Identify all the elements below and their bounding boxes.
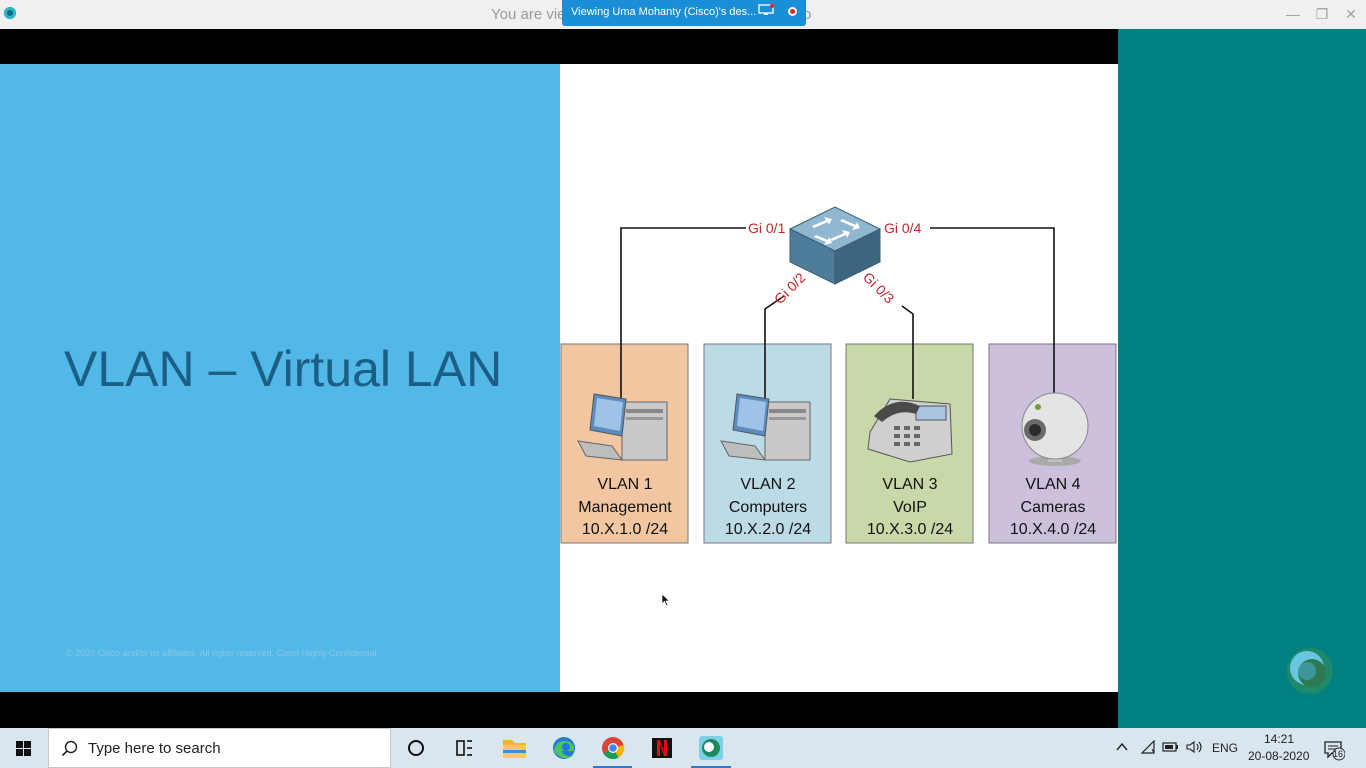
language-indicator[interactable]: ENG	[1212, 741, 1239, 755]
vlan1-label: VLAN 1 Management 10.X.1.0 /24	[562, 474, 688, 542]
webex-active-indicator	[691, 766, 731, 768]
vlan2-label: VLAN 2 Computers 10.X.2.0 /24	[705, 474, 831, 542]
battery-icon[interactable]	[1162, 741, 1180, 753]
vlan4-name: VLAN 4	[1025, 476, 1081, 493]
webex-logo-icon[interactable]	[1285, 646, 1335, 696]
taskbar-search-box[interactable]: Type here to search	[48, 728, 391, 768]
vlan4-subnet: 10.X.4.0 /24	[1009, 521, 1097, 538]
taskbar: Type here to search	[0, 728, 1366, 768]
netflix-icon[interactable]	[638, 728, 686, 768]
vlan3-subnet: 10.X.3.0 /24	[866, 521, 954, 538]
slide-left-panel	[0, 64, 560, 692]
chrome-icon[interactable]	[589, 728, 637, 768]
computer-icon-vlan1	[577, 393, 668, 461]
port-label-gi0-1: Gi 0/1	[748, 220, 786, 236]
cable-gi0-2	[764, 295, 785, 399]
vlan1-role: Management	[578, 498, 672, 516]
chevron-up-icon[interactable]	[1115, 741, 1129, 753]
letterbox-bottom	[0, 692, 1118, 728]
clock-time[interactable]: 14:21	[1264, 732, 1295, 746]
share-banner[interactable]: Viewing Uma Mohanty (Cisco)'s des...	[562, 0, 806, 26]
port-label-gi0-4: Gi 0/4	[884, 220, 922, 236]
cortana-icon[interactable]	[392, 728, 440, 768]
vlan1-name: VLAN 1	[597, 476, 653, 493]
vlan-network-diagram: Gi 0/1 Gi 0/2 Gi 0/3 Gi 0/4	[560, 206, 1117, 544]
close-button[interactable]: ✕	[1345, 6, 1357, 22]
recording-icon[interactable]	[788, 7, 797, 16]
port-label-gi0-2: Gi 0/2	[771, 269, 809, 307]
window-title: You are vie	[491, 6, 566, 23]
cable-gi0-1	[620, 227, 746, 414]
file-explorer-icon[interactable]	[490, 728, 538, 768]
volume-icon[interactable]	[1186, 740, 1204, 754]
letterbox-top	[0, 29, 1118, 64]
search-placeholder: Type here to search	[88, 740, 221, 757]
cable-gi0-4	[930, 227, 1055, 399]
vlan2-name: VLAN 2	[740, 476, 796, 493]
webcam-icon-vlan4	[1021, 392, 1089, 466]
restore-button[interactable]: ❐	[1315, 6, 1329, 22]
webex-app-icon	[4, 7, 16, 19]
switch-icon	[788, 206, 882, 285]
vlan4-role: Cameras	[1020, 498, 1086, 516]
search-icon	[61, 740, 78, 757]
windows-start-icon[interactable]	[0, 728, 48, 768]
vlan1-subnet: 10.X.1.0 /24	[581, 521, 669, 538]
chrome-active-indicator	[593, 766, 632, 768]
minimize-button[interactable]: —	[1286, 6, 1300, 22]
vlan3-name: VLAN 3	[882, 476, 938, 493]
edge-icon[interactable]	[540, 728, 588, 768]
mouse-cursor-icon	[661, 593, 671, 607]
vlan3-role: VoIP	[893, 498, 927, 516]
task-view-icon[interactable]	[440, 728, 488, 768]
title-bar: You are vie o Viewing Uma Mohanty (Cisco…	[0, 0, 1366, 29]
slide-footer: © 2020 Cisco and/or its affiliates. All …	[66, 648, 377, 658]
port-label-gi0-3: Gi 0/3	[860, 269, 898, 307]
wifi-icon[interactable]	[1140, 740, 1156, 756]
vlan3-label: VLAN 3 VoIP 10.X.3.0 /24	[847, 474, 973, 542]
share-banner-label: Viewing Uma Mohanty (Cisco)'s des...	[571, 6, 757, 18]
computer-icon-vlan2	[720, 393, 811, 461]
clock-date[interactable]: 20-08-2020	[1248, 749, 1310, 763]
webex-taskbar-icon[interactable]	[687, 728, 735, 768]
vlan2-subnet: 10.X.2.0 /24	[724, 521, 812, 538]
slide-title: VLAN – Virtual LAN	[64, 341, 503, 397]
vlan2-role: Computers	[728, 498, 808, 516]
vlan4-label: VLAN 4 Cameras 10.X.4.0 /24	[990, 474, 1116, 542]
participant-panel	[1118, 29, 1366, 728]
notifications-icon[interactable]	[1323, 739, 1345, 761]
window-title-tail: o	[803, 6, 812, 23]
notification-count: 16	[1333, 749, 1344, 759]
ip-phone-icon-vlan3	[867, 398, 953, 463]
vlan-box-4	[988, 343, 1117, 544]
cable-gi0-3	[901, 305, 914, 399]
screen-share-icon[interactable]	[758, 4, 774, 16]
